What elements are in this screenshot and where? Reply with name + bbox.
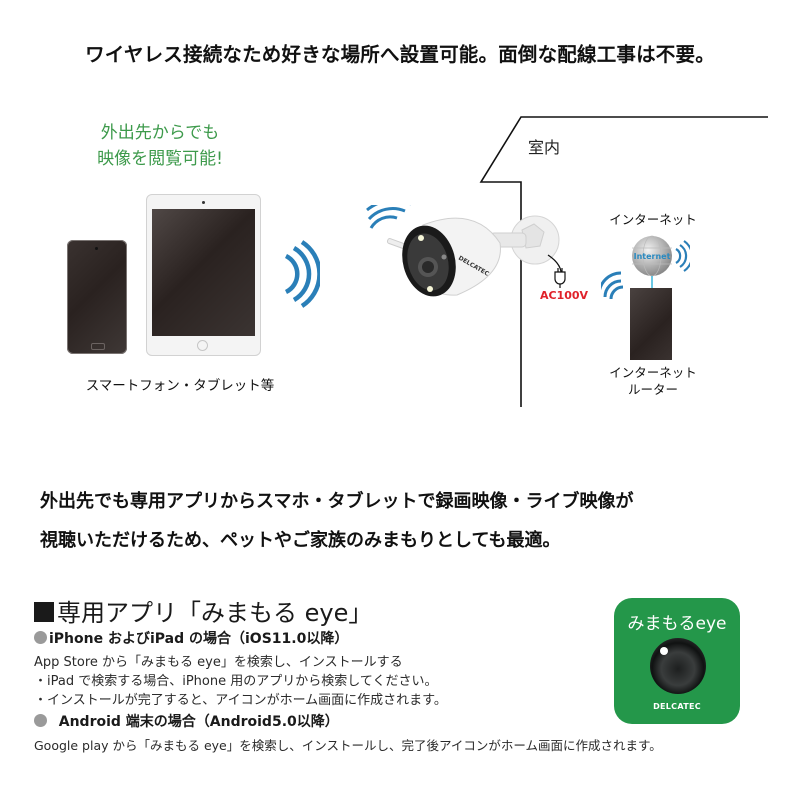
router-illustration: [630, 288, 672, 360]
power-plug-icon: [554, 268, 566, 288]
description-line-2: 視聴いただけるため、ペットやご家族のみまもりとしても最適。: [40, 530, 561, 551]
smartphone-illustration: [67, 240, 127, 354]
tablet-camera-dot: [202, 201, 205, 204]
router-label: インターネット ルーター: [598, 364, 708, 398]
android-heading-text: Android 端末の場合（Android5.0以降）: [58, 714, 339, 730]
router-label-line-1: インターネット: [609, 365, 697, 380]
internet-globe-icon: Internet: [632, 235, 690, 290]
globe-text: Internet: [634, 252, 671, 261]
mimamoru-eye-app-icon: みまもるeye DELCATEC: [614, 598, 740, 724]
android-line-1: Google play から「みまもる eye」を検索し、インストールし、完了後…: [34, 738, 662, 753]
tablet-illustration: [146, 194, 261, 356]
ios-line-2: ・iPad で検索する場合、iPhone 用のアプリから検索してください。: [34, 674, 438, 689]
internet-label: インターネット: [609, 212, 697, 227]
router-label-line-2: ルーター: [627, 382, 678, 397]
ios-heading: iPhone およびiPad の場合（iOS11.0以降）: [34, 628, 348, 648]
phone-camera-dot: [95, 247, 98, 250]
ios-line-3: ・インストールが完了すると、アイコンがホーム画面に作成されます。: [34, 693, 447, 708]
circle-bullet-icon: [34, 631, 47, 644]
app-section-title: 専用アプリ「みまもる eye」: [34, 593, 372, 628]
android-heading: Android 端末の場合（Android5.0以降）: [34, 711, 339, 731]
circle-bullet-icon: [34, 714, 47, 727]
ios-line-1: App Store から「みまもる eye」を検索し、インストールする: [34, 655, 403, 670]
remote-viewing-caption: 外出先からでも 映像を閲覧可能!: [50, 120, 270, 172]
indoor-label: 室内: [528, 138, 561, 157]
ios-heading-text: iPhone およびiPad の場合（iOS11.0以降）: [49, 631, 349, 647]
wifi-signal-icon: [284, 240, 320, 308]
phone-home-button: [91, 343, 105, 350]
lens-glint: [660, 647, 668, 655]
tablet-screen: [152, 209, 255, 336]
app-title-text: 専用アプリ「みまもる eye」: [57, 599, 373, 627]
devices-label: スマートフォン・タブレット等: [85, 378, 275, 394]
caption-line-2: 映像を閲覧可能!: [97, 149, 223, 169]
security-camera-illustration: DELCATEC: [366, 205, 562, 297]
headline: ワイヤレス接続なため好きな場所へ設置可能。面倒な配線工事は不要。: [85, 43, 715, 66]
router-wifi-signal-icon: [601, 271, 624, 300]
square-bullet-icon: [34, 602, 54, 622]
app-icon-brand: DELCATEC: [653, 702, 701, 711]
caption-line-1: 外出先からでも: [100, 123, 220, 143]
power-label: AC100V: [540, 289, 589, 302]
camera-lens-icon: [650, 638, 706, 694]
tablet-home-button: [197, 340, 208, 351]
description-line-1: 外出先でも専用アプリからスマホ・タブレットで録画映像・ライブ映像が: [40, 491, 634, 512]
app-icon-name: みまもるeye: [627, 614, 727, 634]
